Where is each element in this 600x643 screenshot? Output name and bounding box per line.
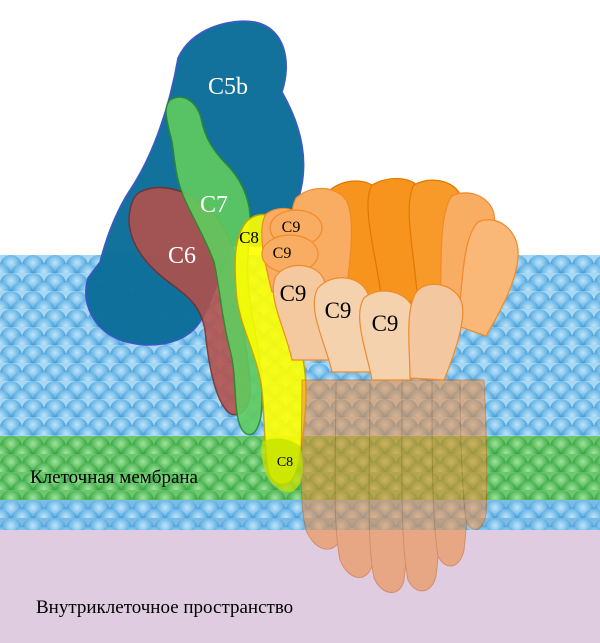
c7-protein [165, 96, 263, 436]
intracellular-label: Внутриклеточное пространство [36, 597, 293, 618]
c5b-label: C5b [208, 74, 248, 100]
c8-label: C8 [239, 228, 259, 247]
c9-small-label: C9 [282, 219, 301, 236]
c8-transmembrane [261, 438, 303, 493]
membrane-label: Клеточная мембрана [30, 467, 199, 488]
c8-lower-label: C8 [277, 455, 293, 470]
c9-barrel-segment [459, 379, 488, 530]
c9-petal-back [457, 219, 519, 337]
c9-label: C9 [372, 311, 399, 336]
membrane-inner-leaflet [0, 500, 600, 530]
c9-pore [261, 178, 519, 593]
c9-petal-front [408, 283, 464, 381]
c9-small-label: C9 [273, 245, 292, 262]
c9-label: C9 [280, 281, 307, 306]
c6-label: C6 [168, 243, 196, 269]
c9-label: C9 [325, 298, 352, 323]
c7-label: C7 [200, 192, 228, 218]
intracellular-region [0, 528, 600, 643]
